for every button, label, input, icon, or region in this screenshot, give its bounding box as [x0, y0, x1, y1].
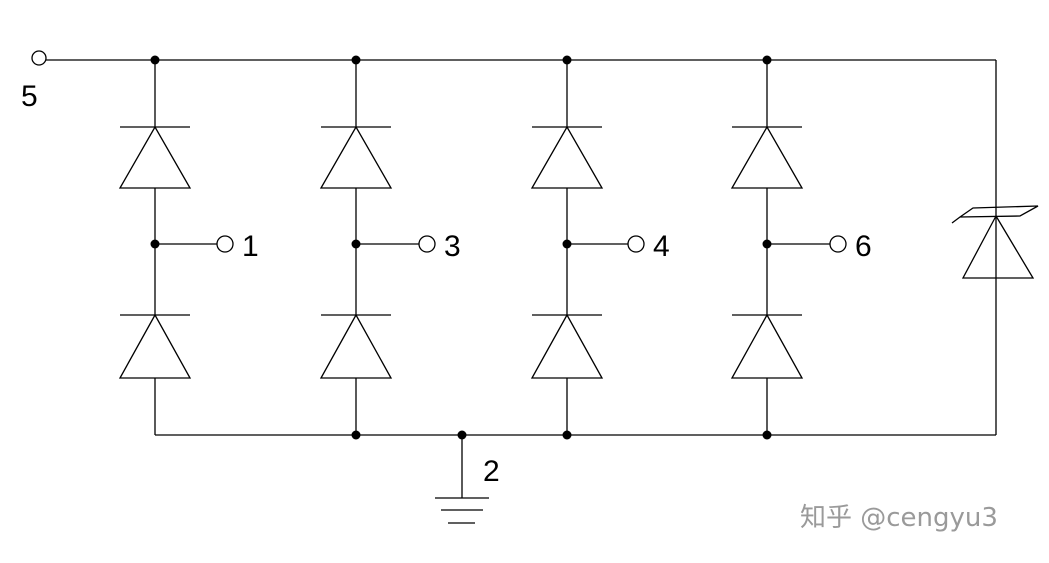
lower-diode [118, 313, 192, 379]
terminal-6 [829, 235, 847, 253]
lower-diode [730, 313, 804, 379]
upper-diode [319, 125, 393, 189]
pin-label-4: 4 [653, 230, 670, 263]
junction-dot [457, 430, 467, 440]
lower-diode [530, 313, 604, 379]
junction-dot [562, 239, 572, 249]
terminal-4 [627, 235, 645, 253]
zener-diode [951, 205, 1039, 279]
junction-dot [762, 430, 772, 440]
junction-dot [562, 430, 572, 440]
junction-dot [150, 239, 160, 249]
upper-diode [730, 125, 804, 189]
lower-diode [319, 313, 393, 379]
watermark: 知乎 @cengyu3 [800, 503, 998, 533]
diode-pair-4: 6 [730, 55, 872, 440]
terminal-3 [418, 235, 436, 253]
upper-diode [530, 125, 604, 189]
junction-dot [150, 55, 160, 65]
junction-dot [351, 55, 361, 65]
terminal-1 [216, 235, 234, 253]
pin-label-1: 1 [242, 230, 259, 263]
terminal-5 [31, 50, 47, 66]
pin-label-3: 3 [444, 230, 461, 263]
diode-pair-2: 3 [319, 55, 461, 440]
junction-dot [351, 239, 361, 249]
pin-label-5: 5 [21, 80, 38, 113]
pin-label-2: 2 [483, 455, 500, 488]
junction-dot [351, 430, 361, 440]
junction-dot [762, 239, 772, 249]
diode-pair-1: 1 [118, 55, 259, 435]
upper-diode [118, 125, 192, 189]
diode-pair-3: 4 [530, 55, 670, 440]
junction-dot [762, 55, 772, 65]
pin-label-6: 6 [855, 230, 872, 263]
junction-dot [562, 55, 572, 65]
ground-symbol [435, 435, 489, 524]
